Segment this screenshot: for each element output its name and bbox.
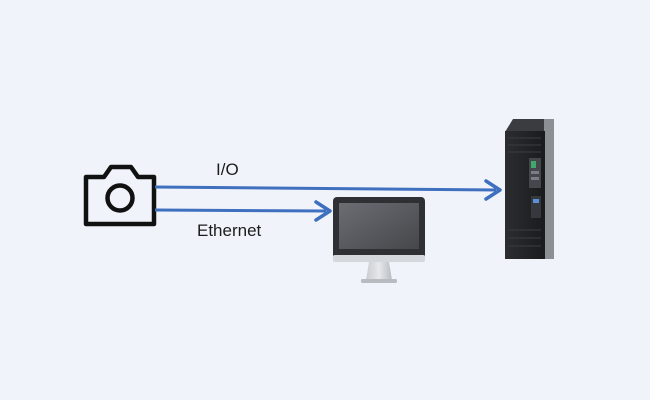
io-label: I/O bbox=[216, 160, 239, 179]
camera-icon bbox=[83, 164, 157, 227]
drive-cabinet-icon bbox=[505, 119, 554, 259]
io-arrow bbox=[154, 179, 502, 201]
monitor-icon bbox=[333, 197, 425, 283]
ethernet-label: Ethernet bbox=[197, 221, 262, 240]
ethernet-arrow bbox=[154, 200, 332, 222]
